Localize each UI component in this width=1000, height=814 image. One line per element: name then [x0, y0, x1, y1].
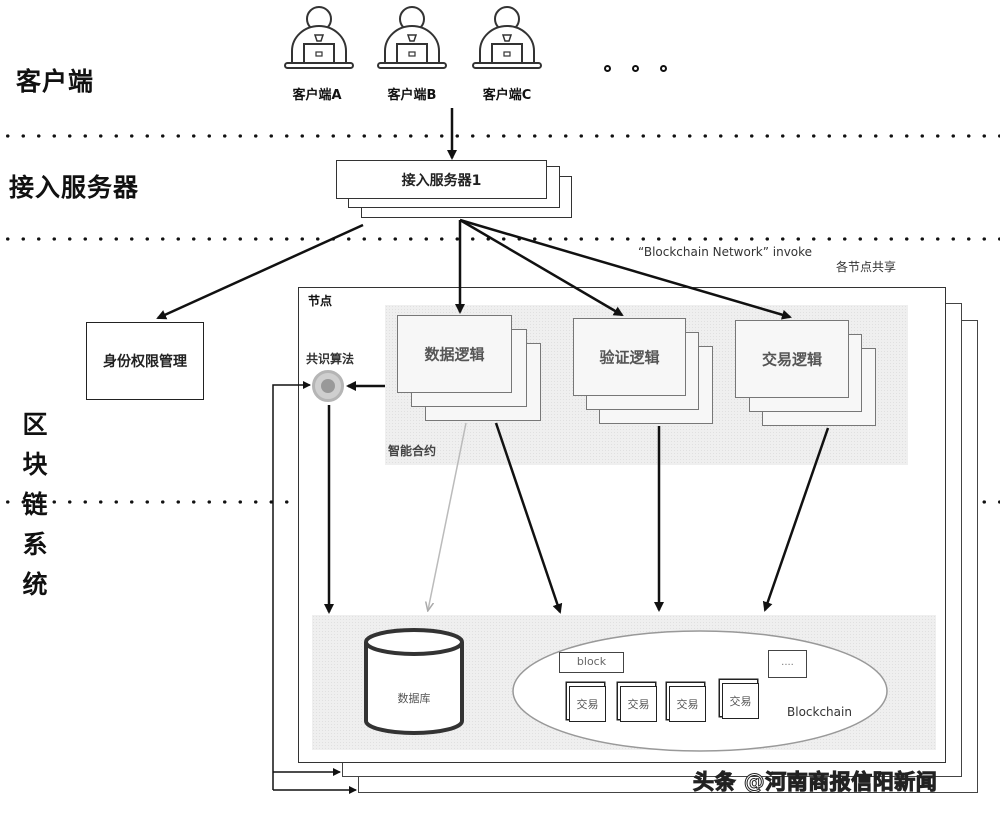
- user-laptop-icon: [284, 6, 354, 69]
- more-blocks-box: ....: [768, 650, 807, 678]
- consensus-label: 共识算法: [306, 352, 355, 366]
- shared-label: 各节点共享: [836, 260, 897, 274]
- transaction-logic-label: 交易逻辑: [761, 350, 822, 369]
- transaction-label: 交易: [676, 698, 699, 711]
- client-label-b: 客户端B: [387, 88, 437, 103]
- ellipsis-dot: [632, 65, 639, 72]
- user-laptop-icon: [377, 6, 447, 69]
- block-label: block: [576, 655, 607, 668]
- data-logic-box[interactable]: 数据逻辑: [397, 315, 512, 393]
- transaction-label: 交易: [627, 698, 650, 711]
- vlabel-char: 区: [22, 410, 48, 439]
- verification-logic-label: 验证逻辑: [599, 348, 660, 367]
- layer-label-access-server: 接入服务器: [9, 173, 140, 202]
- ellipsis-dot: [604, 65, 611, 72]
- client-label-a: 客户端A: [292, 88, 342, 103]
- layer-divider-client: [0, 134, 1000, 138]
- access-server-label: 接入服务器1: [401, 172, 482, 189]
- transaction-logic-box[interactable]: 交易逻辑: [735, 320, 849, 398]
- identity-management-label: 身份权限管理: [103, 354, 187, 370]
- layer-label-client: 客户端: [16, 67, 95, 96]
- data-logic-label: 数据逻辑: [424, 345, 485, 364]
- sync-icon[interactable]: [312, 370, 344, 402]
- identity-management-box[interactable]: 身份权限管理: [86, 322, 204, 400]
- blockchain-label: Blockchain: [787, 705, 852, 719]
- transaction-label: 交易: [576, 698, 599, 711]
- transaction-block[interactable]: 交易: [620, 686, 657, 722]
- transaction-block[interactable]: 交易: [722, 683, 759, 719]
- verification-logic-box[interactable]: 验证逻辑: [573, 318, 686, 396]
- invoke-label: “Blockchain Network” invoke: [638, 245, 813, 259]
- client-label-c: 客户端C: [482, 88, 532, 103]
- access-server-box[interactable]: 接入服务器1: [336, 160, 547, 199]
- transaction-block[interactable]: 交易: [569, 686, 606, 722]
- more-blocks-label: ....: [781, 657, 794, 668]
- node-label: 节点: [308, 294, 333, 308]
- ellipsis-dot: [660, 65, 667, 72]
- user-laptop-icon: [472, 6, 542, 69]
- database-label: 数据库: [397, 692, 431, 705]
- vlabel-char: 统: [22, 570, 48, 599]
- transaction-block[interactable]: 交易: [669, 686, 706, 722]
- smart-contract-label: 智能合约: [388, 444, 437, 458]
- block-box[interactable]: block: [559, 652, 624, 673]
- vlabel-char: 系: [22, 530, 48, 559]
- vlabel-char: 链: [22, 490, 48, 519]
- vlabel-char: 块: [22, 450, 48, 479]
- transaction-label: 交易: [729, 695, 752, 708]
- watermark: 头条 @河南商报信阳新闻: [692, 770, 938, 795]
- layer-divider-server: [0, 237, 1000, 241]
- storage-region: [312, 615, 936, 750]
- sync-icon-inner: [321, 379, 335, 393]
